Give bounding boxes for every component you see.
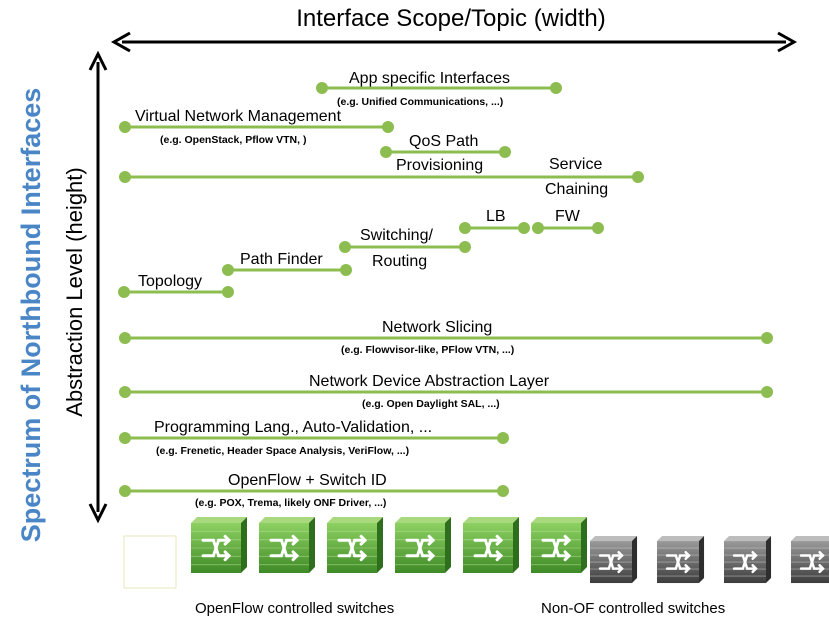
example-virtual-network-mgmt: (e.g. OpenStack, Pflow VTN, ) xyxy=(160,134,307,146)
openflow-switch-icon xyxy=(191,517,247,573)
label-service-chaining-line2: Chaining xyxy=(545,181,609,198)
y-axis-label: Abstraction Level (height) xyxy=(62,167,87,416)
label-switching-routing-line1: Switching/ xyxy=(360,227,433,244)
label-qos-path-line2: Provisioning xyxy=(396,157,484,174)
y-axis-arrow xyxy=(88,50,108,524)
example-network-slicing: (e.g. Flowvisor-like, PFlow VTN, ...) xyxy=(341,344,515,356)
caption-non-of-switches: Non-OF controlled switches xyxy=(541,600,726,617)
bar-ndal xyxy=(119,386,773,398)
example-ndal: (e.g. Open Daylight SAL, ...) xyxy=(362,398,500,410)
label-network-slicing: Network Slicing xyxy=(382,319,493,336)
bar-qos-path xyxy=(380,146,511,158)
label-lb: LB xyxy=(486,208,506,225)
bar-lb xyxy=(459,222,530,234)
non-of-switch-icon xyxy=(657,536,705,584)
bar-openflow-switch-id xyxy=(119,485,509,497)
example-app-specific: (e.g. Unified Communications, ...) xyxy=(337,96,504,108)
bar-switching-routing xyxy=(339,241,471,253)
label-ndal: Network Device Abstraction Layer xyxy=(309,373,550,390)
example-openflow-switch-id: (e.g. POX, Trema, likely ONF Driver, ...… xyxy=(195,497,387,509)
openflow-switch-icon xyxy=(395,517,451,573)
label-fw: FW xyxy=(555,208,580,225)
label-openflow-switch-id: OpenFlow + Switch ID xyxy=(228,472,387,489)
non-of-switch-icon xyxy=(724,536,772,584)
non-of-switch-icon xyxy=(791,536,829,584)
bar-path-finder xyxy=(222,264,352,276)
label-path-finder: Path Finder xyxy=(240,251,323,268)
bar-network-slicing xyxy=(119,332,773,344)
bar-virtual-network-mgmt xyxy=(119,121,394,133)
label-app-specific: App specific Interfaces xyxy=(349,70,510,87)
x-axis-label: Interface Scope/Topic (width) xyxy=(296,5,605,32)
non-of-switch-icon xyxy=(590,536,638,584)
empty-switch-outline xyxy=(123,535,177,589)
bar-service-chaining xyxy=(119,171,644,183)
label-programming-lang: Programming Lang., Auto-Validation, ... xyxy=(154,419,433,436)
openflow-switch-icon xyxy=(531,517,587,573)
example-programming-lang: (e.g. Frenetic, Header Space Analysis, V… xyxy=(156,445,410,457)
caption-openflow-switches: OpenFlow controlled switches xyxy=(195,600,395,617)
bar-topology xyxy=(118,286,234,298)
label-virtual-network-mgmt: Virtual Network Management xyxy=(135,108,342,125)
bar-app-specific xyxy=(316,82,562,94)
label-switching-routing-line2: Routing xyxy=(372,253,428,270)
label-topology: Topology xyxy=(138,273,203,290)
bar-fw xyxy=(532,222,604,234)
openflow-switch-icon xyxy=(327,517,383,573)
bar-programming-lang xyxy=(119,432,509,444)
page-title: Spectrum of Northbound Interfaces xyxy=(16,88,46,543)
openflow-switch-icon xyxy=(463,517,519,573)
x-axis-arrow xyxy=(110,31,798,53)
label-qos-path-line1: QoS Path xyxy=(409,133,479,150)
label-service-chaining-line1: Service xyxy=(549,156,603,173)
openflow-switch-icon xyxy=(259,517,315,573)
